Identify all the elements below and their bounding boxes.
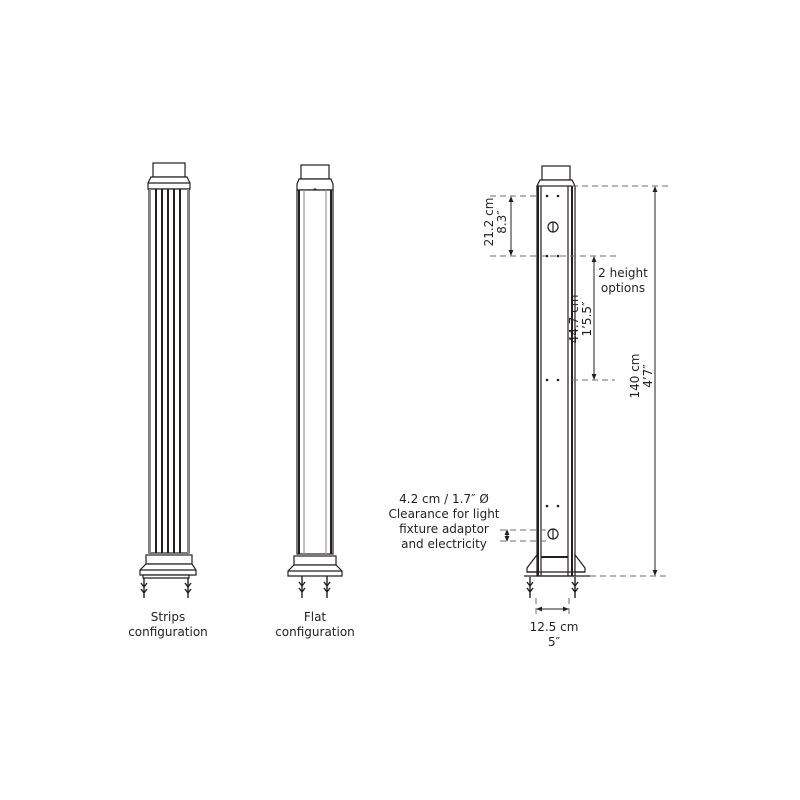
- base-width-imperial: 5″: [547, 635, 561, 649]
- top-offset-label: 21.2 cm 8.3″: [482, 190, 511, 254]
- height-options-note: 2 height options: [588, 266, 658, 296]
- clearance-line1: 4.2 cm / 1.7″ Ø: [399, 492, 489, 506]
- flat-caption: Flat configuration: [265, 610, 365, 640]
- dimension-lines: [490, 185, 668, 616]
- strips-caption-line1: Strips: [150, 610, 186, 624]
- flat-caption-line1: Flat: [303, 610, 327, 624]
- total-height-imperial: 4’7″: [641, 364, 655, 388]
- dimension-arrows: [504, 186, 658, 612]
- adjustable-span-label: 44.7 cm 1’5.5″: [567, 287, 596, 351]
- flat-post: [287, 164, 343, 598]
- height-options-line2: options: [600, 281, 646, 295]
- base-width-metric: 12.5 cm: [529, 620, 579, 634]
- strips-caption-line2: configuration: [128, 625, 208, 639]
- clearance-line4: and electricity: [401, 537, 487, 551]
- strips-post: [139, 162, 197, 598]
- clearance-note: 4.2 cm / 1.7″ Ø Clearance for light fixt…: [384, 492, 504, 552]
- adjustable-span-imperial: 1’5.5″: [580, 301, 594, 337]
- strips-caption: Strips configuration: [118, 610, 218, 640]
- flat-caption-line2: configuration: [275, 625, 355, 639]
- clearance-line2: Clearance for light: [388, 507, 500, 521]
- height-options-line1: 2 height: [598, 266, 648, 280]
- clearance-line3: fixture adaptor: [399, 522, 489, 536]
- top-offset-imperial: 8.3″: [495, 210, 509, 234]
- base-width-label: 12.5 cm 5″: [522, 620, 586, 650]
- dimensioned-post: [524, 165, 590, 598]
- total-height-label: 140 cm 4’7″: [628, 344, 657, 408]
